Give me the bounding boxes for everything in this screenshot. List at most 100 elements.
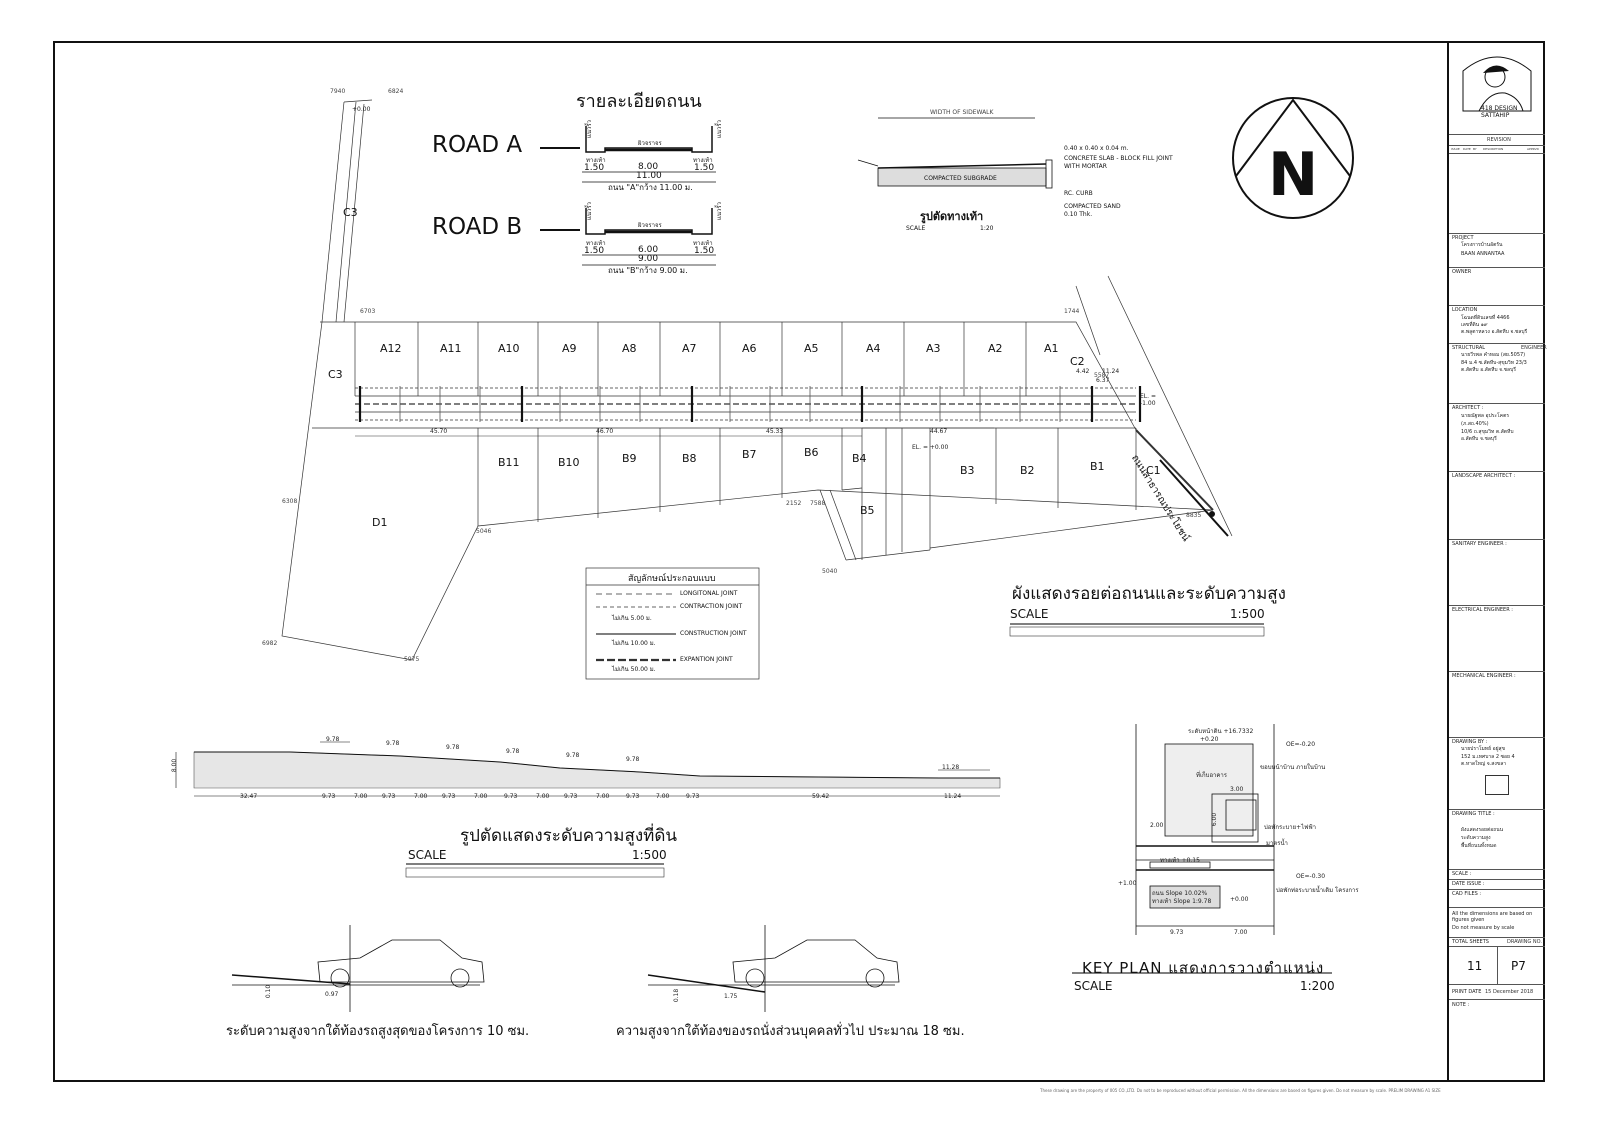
cad-files-label: CAD FILES : — [1452, 891, 1482, 897]
legend-item-label: CONSTRUCTION JOINT — [680, 630, 747, 637]
section-scale-value: 1:500 — [632, 848, 667, 862]
road-a-w-center: 8.00 — [638, 162, 659, 172]
road-b-w-center: 6.00 — [638, 245, 659, 255]
revision-column: APPRVD — [1527, 147, 1539, 151]
total-sheets: 11 — [1467, 959, 1483, 973]
kp-el1: +1.00 — [1118, 880, 1137, 887]
expansion-joints — [358, 386, 1142, 422]
road-b-side-left: ทางเท้า — [586, 240, 606, 247]
lot-a12: A12 — [380, 342, 402, 355]
legend-item-label: EXPANTION JOINT — [680, 656, 733, 663]
sidewalk-sand: COMPACTED SAND — [1064, 203, 1121, 210]
site-plan — [281, 99, 1233, 661]
road-detail-title: รายละเอียดถนน — [576, 91, 702, 112]
road-a-w-left: 1.50 — [584, 163, 605, 173]
plan-dim-seg2: 46.70 — [596, 428, 614, 435]
section-top-dim: 9.78 — [326, 736, 340, 743]
legend-item-note: ไม่เกิน 50.00 ม. — [612, 666, 656, 673]
lot-b7: B7 — [742, 448, 757, 461]
road-b-w-left: 1.50 — [584, 246, 605, 256]
north-arrow-icon — [1232, 97, 1354, 219]
section-bottom-dim: 7.00 — [414, 793, 428, 800]
lot-a5: A5 — [804, 342, 819, 355]
plan-dim-seg1: 45.70 — [430, 428, 448, 435]
sidewalk-subgrade: COMPACTED SUBGRADE — [924, 175, 997, 182]
road-b-side-right: ทางเท้า — [693, 240, 713, 247]
car2-len: 1.75 — [724, 993, 738, 1000]
approval-stamp — [1485, 775, 1509, 795]
car-caption-2: ความสูงจากใต้ท้องของรถนั่งส่วนบุคคลทั่วไ… — [616, 1024, 965, 1039]
drawing-no: P7 — [1511, 959, 1526, 973]
drawing-by-2: 152 ม.เทศบาล 2 ซอย 4 — [1461, 754, 1515, 760]
section-top-dim: 9.78 — [566, 752, 580, 759]
lot-c3-top: C3 — [343, 206, 358, 219]
plan-el-end: EL. = -1.00 — [1140, 393, 1156, 407]
section-bottom-dim: 7.00 — [656, 793, 670, 800]
date-issue-label: DATE ISSUE : — [1452, 881, 1485, 887]
logo-line-1: 418 DESIGN — [1481, 105, 1518, 112]
survey-marker: 5040 — [822, 568, 838, 575]
plan-title: ผังแสดงรอยต่อถนนและระดับความสูง — [1012, 584, 1286, 604]
sidewalk-width-label: WIDTH OF SIDEWALK — [930, 109, 994, 116]
legend-box — [585, 567, 760, 680]
lot-b5: B5 — [860, 504, 875, 517]
plan-last-dim: 11.24 — [1102, 368, 1120, 375]
survey-marker: 5587 — [1094, 372, 1110, 379]
kp-edge: ขอบหน้าบ้าน ภายในบ้าน — [1260, 764, 1326, 771]
revision-column: DESCRIPTION — [1483, 147, 1504, 151]
project-label: PROJECT — [1452, 235, 1474, 241]
road-b-w-right: 1.50 — [694, 246, 715, 256]
road-a-edge-left: แนวรั้ว — [585, 120, 593, 138]
section-top-dim: 9.78 — [446, 744, 460, 751]
sidewalk-slab2: CONCRETE SLAB - BLOCK FILL JOINT — [1064, 155, 1173, 162]
survey-marker: 1744 — [1064, 308, 1080, 315]
lot-b4: B4 — [852, 452, 867, 465]
sidewalk-sand2: 0.10 Thk. — [1064, 211, 1093, 218]
section-bottom-dim: 9.73 — [322, 793, 336, 800]
sidewalk-section — [857, 117, 1053, 189]
drawing-no-label: DRAWING NO. — [1507, 939, 1542, 945]
kp-dim6: 6.00 — [1211, 812, 1219, 827]
electrical-label: ELECTRICAL ENGINEER : — [1452, 607, 1513, 613]
key-plan-scale-label: SCALE — [1074, 979, 1113, 993]
road-a-side-left: ทางเท้า — [586, 157, 606, 164]
architect-2: (ภ.สถ.40%) — [1461, 421, 1489, 427]
survey-marker: 6308 — [282, 498, 298, 505]
plan-scale-label: SCALE — [1010, 607, 1049, 621]
lot-b8: B8 — [682, 452, 697, 465]
revision-label: REVISION — [1487, 137, 1511, 143]
plan-a1-sub2: 6.37 — [1096, 377, 1110, 384]
section-bottom-dim: 9.73 — [442, 793, 456, 800]
section-bottom-dim: 9.73 — [626, 793, 640, 800]
plan-scale-bar — [1009, 623, 1265, 637]
north-label: N — [1268, 140, 1319, 210]
kp-meter: มาตรน้ำ — [1266, 840, 1288, 847]
section-bottom-dim: 7.00 — [596, 793, 610, 800]
kp-p020: +0.20 — [1200, 736, 1219, 743]
project-name: โครงการบ้านอัตรัน — [1461, 242, 1503, 248]
location-label: LOCATION — [1452, 307, 1478, 313]
sidewalk-scale-value: 1:20 — [980, 225, 994, 232]
sanitary-label: SANITARY ENGINEER : — [1452, 541, 1507, 547]
car1-len: 0.97 — [325, 991, 339, 998]
section-title: รูปตัดแสดงระดับความสูงที่ดิน — [460, 826, 677, 846]
road-b-section — [540, 208, 716, 266]
survey-marker: 8835 — [1186, 512, 1202, 519]
key-plan-drawing — [1135, 724, 1275, 935]
structural-2: 84 ม.4 ซ.สัตหีบ-สุขุมวิท 23/3 — [1461, 360, 1527, 366]
lot-c2: C2 — [1070, 355, 1085, 368]
section-bottom-dim: 7.00 — [474, 793, 488, 800]
legend-title: สัญลักษณ์ประกอบแบบ — [628, 574, 716, 584]
plan-scale-value: 1:500 — [1230, 607, 1265, 621]
drawing-sheet-border — [53, 41, 1545, 1082]
road-a-section — [540, 126, 716, 183]
kp-level-top: ระดับหน้าดิน +16.7332 — [1188, 728, 1254, 735]
kp-el0: +0.00 — [1230, 896, 1249, 903]
lot-a9: A9 — [562, 342, 577, 355]
road-b-edge-left: แนวรั้ว — [585, 202, 593, 220]
section-top-dim: 9.78 — [506, 748, 520, 755]
note-measure: Do not measure by scale — [1452, 925, 1515, 931]
designer-logo-icon — [1462, 56, 1532, 112]
kp-dim200: 2.00 — [1150, 822, 1164, 829]
